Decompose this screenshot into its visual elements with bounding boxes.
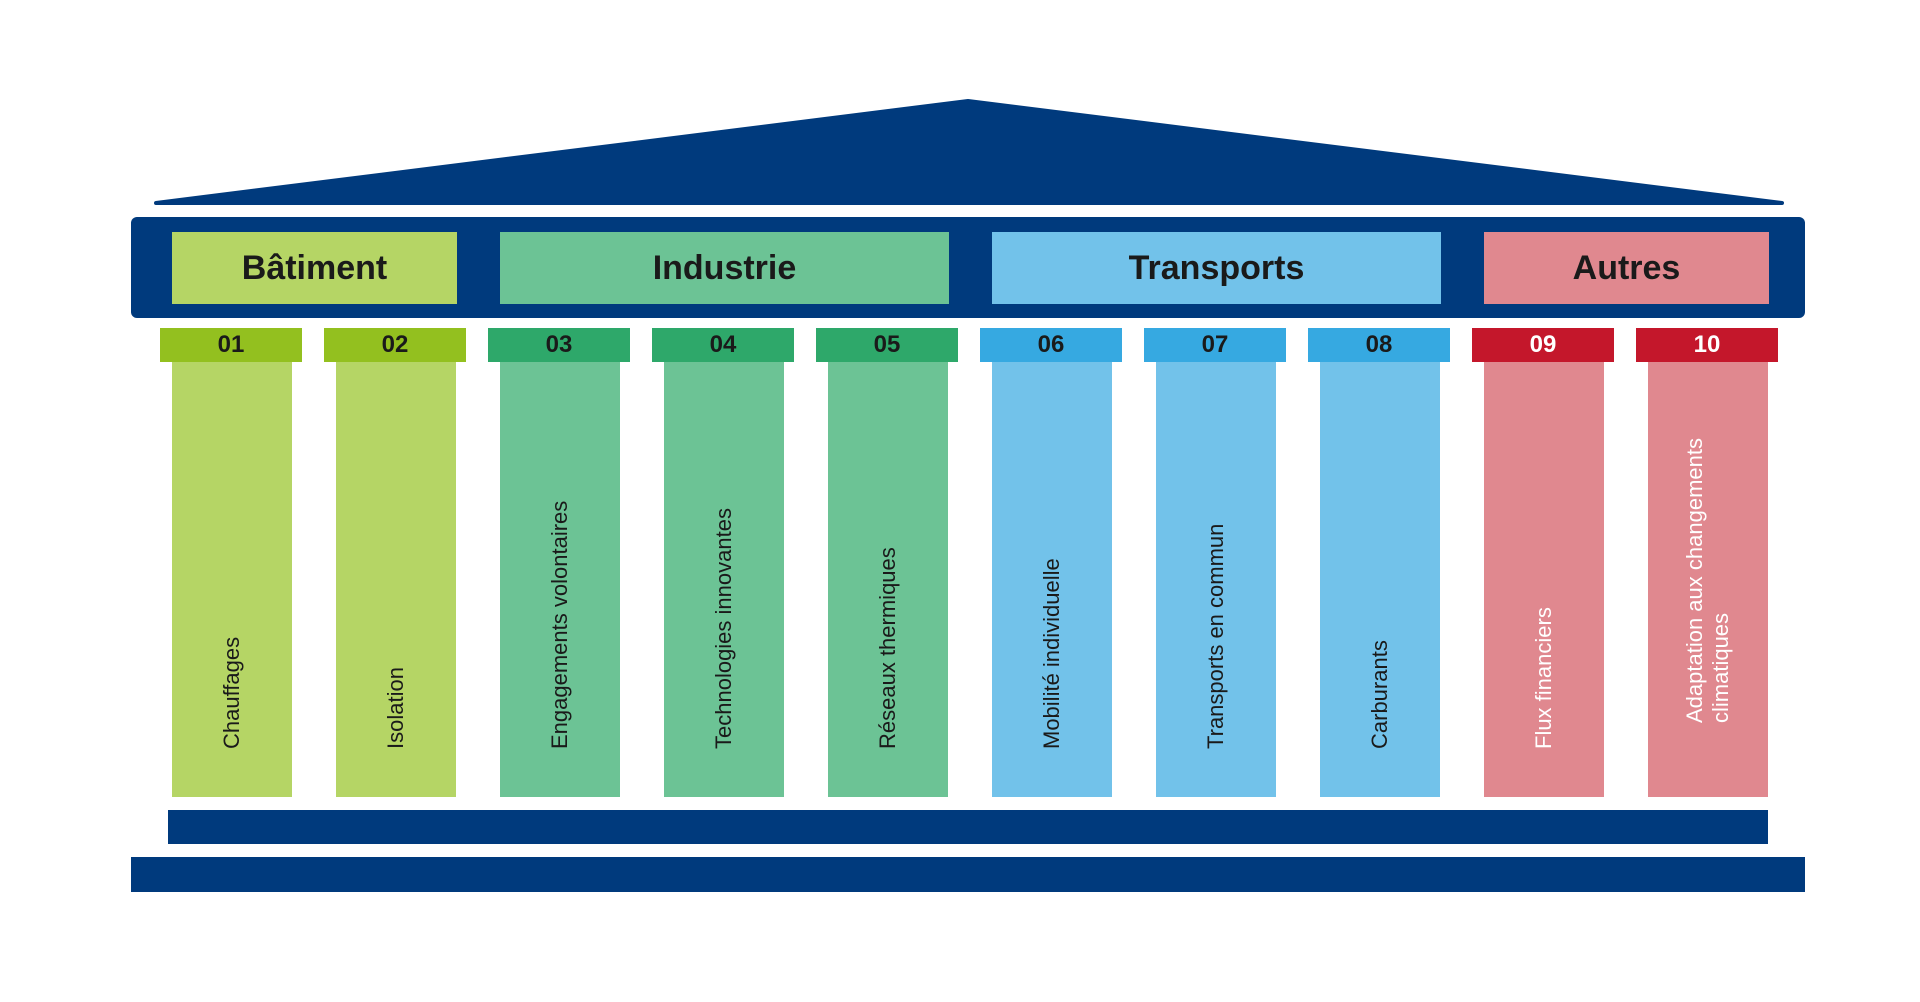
pillar-number-text: 04 xyxy=(709,331,737,358)
category-batiment-label: Bâtiment xyxy=(241,248,388,287)
pillar-label: Isolation xyxy=(383,667,408,749)
pillar-label: Carburants xyxy=(1367,640,1392,749)
category-industrie: Industrie xyxy=(500,232,949,304)
roof-pediment xyxy=(154,99,1784,205)
pillar-label: Technologies innovantes xyxy=(711,508,736,749)
pillar-number-09: 09 xyxy=(1472,328,1614,362)
pillar-number-01: 01 xyxy=(160,328,302,362)
pillar-label: Flux financiers xyxy=(1531,607,1556,749)
category-transports-label: Transports xyxy=(1128,248,1305,287)
pillar-label: Mobilité individuelle xyxy=(1039,558,1064,749)
category-transports: Transports xyxy=(992,232,1441,304)
pillar-label: Chauffages xyxy=(219,636,244,749)
pillar-engagements-volontaires: Engagements volontaires xyxy=(500,362,620,797)
pillar-isolation: Isolation xyxy=(336,362,456,797)
pillar-number-text: 03 xyxy=(545,331,573,358)
base-step-upper xyxy=(168,810,1768,844)
pillar-number-10: 10 xyxy=(1636,328,1778,362)
pillar-label: Adaptation aux changements climatiques xyxy=(1682,438,1733,723)
pillar-number-07: 07 xyxy=(1144,328,1286,362)
pillar-reseaux-thermiques: Réseaux thermiques xyxy=(828,362,948,797)
pillar-technologies-innovantes: Technologies innovantes xyxy=(664,362,784,797)
pillar-mobilite-individuelle: Mobilité individuelle xyxy=(992,362,1112,797)
pillar-number-text: 02 xyxy=(381,331,409,358)
pillar-label: Transports en commun xyxy=(1203,523,1228,749)
pillar-label: Réseaux thermiques xyxy=(875,547,900,749)
pillar-number-06: 06 xyxy=(980,328,1122,362)
pillar-number-02: 02 xyxy=(324,328,466,362)
pillar-number-text: 06 xyxy=(1037,331,1065,358)
category-autres-label: Autres xyxy=(1572,248,1681,287)
category-industrie-label: Industrie xyxy=(652,248,797,287)
pillar-flux-financiers: Flux financiers xyxy=(1484,362,1604,797)
pillar-number-05: 05 xyxy=(816,328,958,362)
pillar-number-text: 01 xyxy=(217,331,245,358)
pillar-number-text: 07 xyxy=(1201,331,1229,358)
pillar-number-03: 03 xyxy=(488,328,630,362)
pillar-number-text: 08 xyxy=(1365,331,1393,358)
pillar-chauffages: Chauffages xyxy=(172,362,292,797)
category-autres: Autres xyxy=(1484,232,1769,304)
pillar-number-text: 10 xyxy=(1693,331,1721,358)
pillar-number-text: 09 xyxy=(1529,331,1557,358)
pillar-number-04: 04 xyxy=(652,328,794,362)
base-step-lower xyxy=(131,857,1805,892)
category-batiment: Bâtiment xyxy=(172,232,457,304)
pillar-transports-en-commun: Transports en commun xyxy=(1156,362,1276,797)
pillar-carburants: Carburants xyxy=(1320,362,1440,797)
pillar-label: Engagements volontaires xyxy=(547,500,572,749)
pillar-number-08: 08 xyxy=(1308,328,1450,362)
pillar-adaptation-changements-climatiques: Adaptation aux changements climatiques xyxy=(1648,362,1768,797)
pillar-number-text: 05 xyxy=(873,331,901,358)
